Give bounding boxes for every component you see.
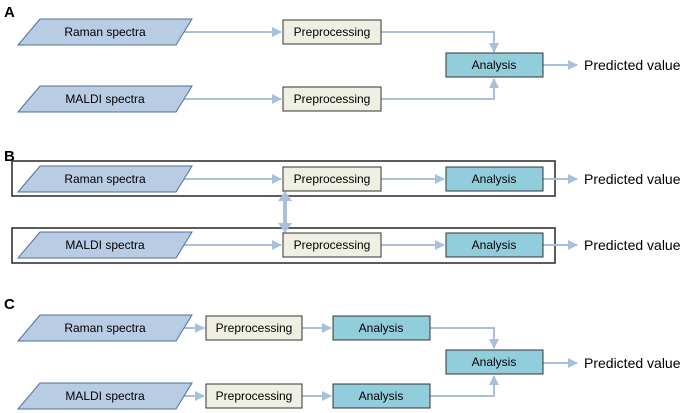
panel-a-raman-label: Raman spectra <box>64 25 146 39</box>
panel-c-analysis-final-label: Analysis <box>472 355 517 369</box>
panel-a-label: A <box>4 4 15 21</box>
panel-c-analysis-1 <box>332 315 431 341</box>
panel-c-analysis-2-label: Analysis <box>359 389 404 403</box>
panel-b-analysis-1-label: Analysis <box>472 172 517 186</box>
panel-a-preprocessing-2 <box>282 86 382 112</box>
panel-b-maldi-input <box>16 231 193 259</box>
panel-b-maldi-label: MALDI spectra <box>65 238 145 252</box>
panel-b-link-head-up <box>278 191 292 201</box>
panel-a-analysis-label: Analysis <box>472 58 517 72</box>
panel-c-preprocessing-1 <box>205 315 303 341</box>
panel-c-maldi-label: MALDI spectra <box>65 389 145 403</box>
panel-c-preprocessing-1-label: Preprocessing <box>216 321 293 335</box>
panel-b-analysis-2-label: Analysis <box>472 238 517 252</box>
panel-c-analysis-1-label: Analysis <box>359 321 404 335</box>
panel-c-preprocessing-2 <box>205 383 303 409</box>
panel-a-arrow-pre2-to-analysis <box>381 78 499 100</box>
panel-b-output-1: Predicted value <box>584 171 681 187</box>
panel-b-preprocessing-1-label: Preprocessing <box>294 172 371 186</box>
panel-a-maldi-input <box>16 85 193 113</box>
panel-b-raman-label: Raman spectra <box>64 172 146 186</box>
panel-c-raman-input <box>16 314 193 342</box>
panel-c-maldi-input <box>16 382 193 410</box>
panel-a-preprocessing-1-label: Preprocessing <box>294 25 371 39</box>
panel-a-preprocessing-1 <box>282 19 382 45</box>
panel-a-preprocessing-2-label: Preprocessing <box>294 92 371 106</box>
panel-c-analysis-final <box>445 349 544 375</box>
panel-b-analysis-2 <box>445 232 544 258</box>
panel-c-output: Predicted value <box>584 355 681 371</box>
panel-a-analysis <box>445 52 544 78</box>
panel-a-output: Predicted value <box>584 57 681 73</box>
panel-b-preprocessing-2 <box>282 232 382 258</box>
panel-b-raman-input <box>16 165 193 193</box>
panel-b-preprocessing-2-label: Preprocessing <box>294 238 371 252</box>
panel-a-maldi-label: MALDI spectra <box>65 92 145 106</box>
panel-b-analysis-1 <box>445 166 544 192</box>
panel-c-arrow-analysis2-to-final <box>430 375 499 397</box>
panel-a-arrow-pre1-to-analysis <box>381 31 499 53</box>
panel-a-raman-input <box>16 18 193 46</box>
panel-b-preprocessing-1 <box>282 166 382 192</box>
panel-c-arrow-analysis1-to-final <box>430 327 499 349</box>
panel-c-label: C <box>4 296 15 313</box>
panel-b-output-2: Predicted value <box>584 237 681 253</box>
panel-b-label: B <box>4 148 15 165</box>
panel-c-raman-label: Raman spectra <box>64 321 146 335</box>
panel-c-analysis-2 <box>332 383 431 409</box>
panel-b-link-head-down <box>278 223 292 233</box>
panel-c-preprocessing-2-label: Preprocessing <box>216 389 293 403</box>
